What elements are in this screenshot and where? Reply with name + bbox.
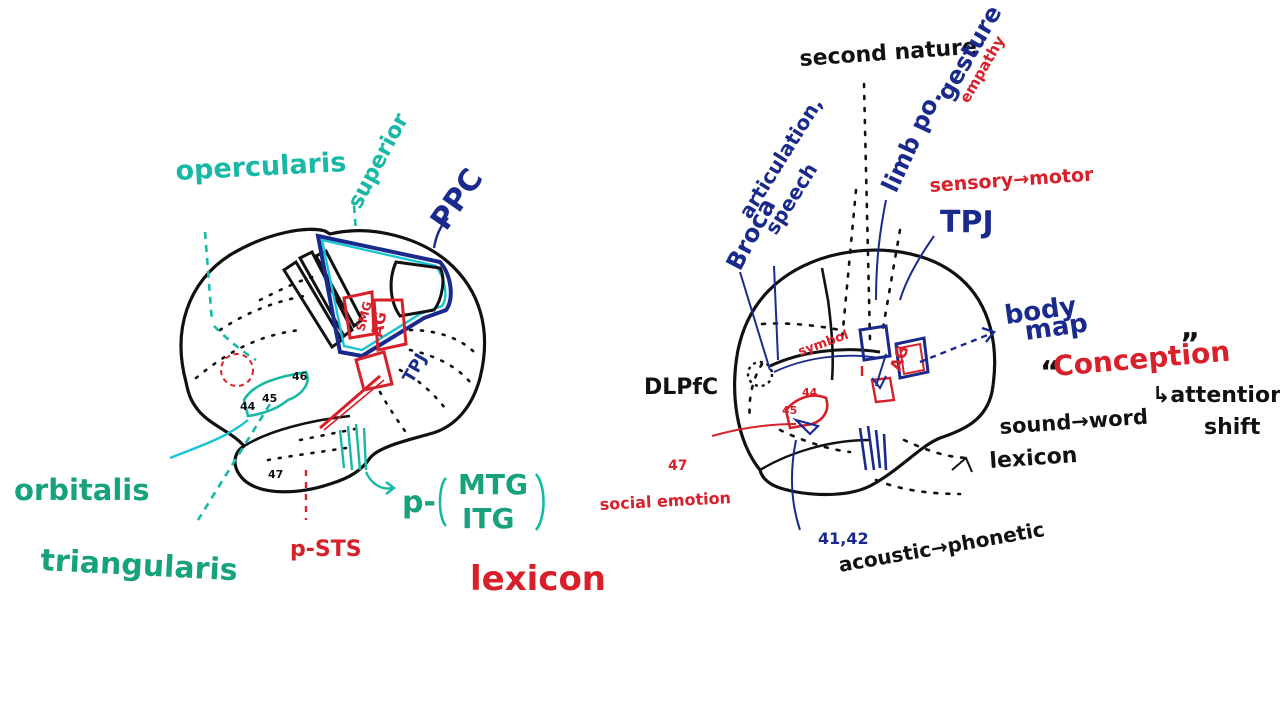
right-brain-diagram: second nature gesture empathy limb po. a… [599, 1, 1280, 577]
label-lexicon-right: lexicon [989, 443, 1079, 474]
label-mtg: MTG [458, 468, 528, 501]
left-brain-diagram: opercularis superior PPC SMG AG TPJ 44 4… [14, 109, 606, 599]
label-attention: ↳attention [1152, 383, 1280, 408]
orbitalis-leader [169, 419, 249, 460]
superior-leader [352, 205, 358, 233]
label-ag: AG [367, 310, 390, 338]
label-psts: p-STS [290, 537, 362, 562]
label-itg: ITG [462, 502, 515, 535]
label-superior: superior [343, 109, 414, 213]
left-gyri-dots [194, 274, 476, 462]
auditory-hatch [858, 425, 888, 471]
label-area45: 45 [782, 404, 797, 417]
tpj-box [354, 350, 394, 392]
right-tpj-box [858, 324, 892, 362]
label-sound-word: sound→word [999, 405, 1149, 439]
label-ppc: PPC [424, 162, 491, 236]
svg-text:44: 44 [240, 400, 256, 413]
label-quote-close: ” [1180, 327, 1200, 362]
svg-text:47: 47 [268, 468, 283, 481]
ifg-region [242, 370, 309, 418]
label-area4142: 41,42 [818, 529, 869, 548]
label-acoustic-phonetic: acoustic→phonetic [837, 517, 1047, 577]
ppc-region [315, 233, 453, 359]
label-opercularis: opercularis [175, 147, 347, 187]
label-quote-open: “ [1040, 355, 1060, 390]
triangularis-leader [196, 403, 272, 521]
label-orbitalis: orbitalis [14, 473, 150, 507]
dlpfc-circle [746, 360, 774, 388]
mtg-hatch [338, 423, 368, 471]
label-lexicon-left: lexicon [470, 559, 606, 599]
opercularis-leader [203, 231, 214, 323]
psts-line [319, 374, 381, 430]
label-conception: Conception [1052, 335, 1232, 383]
right-broca-region [784, 394, 829, 430]
smg-box [342, 290, 376, 340]
second-nature-leader [862, 82, 872, 342]
svg-text:45: 45 [262, 392, 277, 405]
label-area47: 47 [668, 458, 687, 474]
label-tpj-left: TPJ [399, 350, 432, 386]
body-map-arrow [919, 332, 991, 364]
left-area-numbers: 44 45 46 47 [240, 370, 308, 481]
label-social-emotion: social emotion [599, 488, 731, 514]
frontal-red-circle [220, 353, 254, 387]
ppc-inner-square [389, 260, 445, 318]
label-triangularis: triangularis [40, 543, 239, 588]
right-ag-box [894, 336, 930, 380]
ag-box [372, 298, 408, 352]
label-sensory-motor: sensory→motor [929, 164, 1095, 197]
label-shift: shift [1204, 415, 1261, 440]
right-central-sulcus [820, 267, 835, 381]
right-brain-outline [733, 248, 997, 497]
label-p-prefix: p- [402, 485, 436, 520]
svg-text:46: 46 [292, 370, 308, 383]
arcuate-fasciculus [769, 348, 881, 368]
label-dlpfc: DLPfC [644, 375, 718, 400]
label-area44: 44 [802, 386, 818, 399]
label-tpj-right: TPJ [940, 205, 994, 240]
